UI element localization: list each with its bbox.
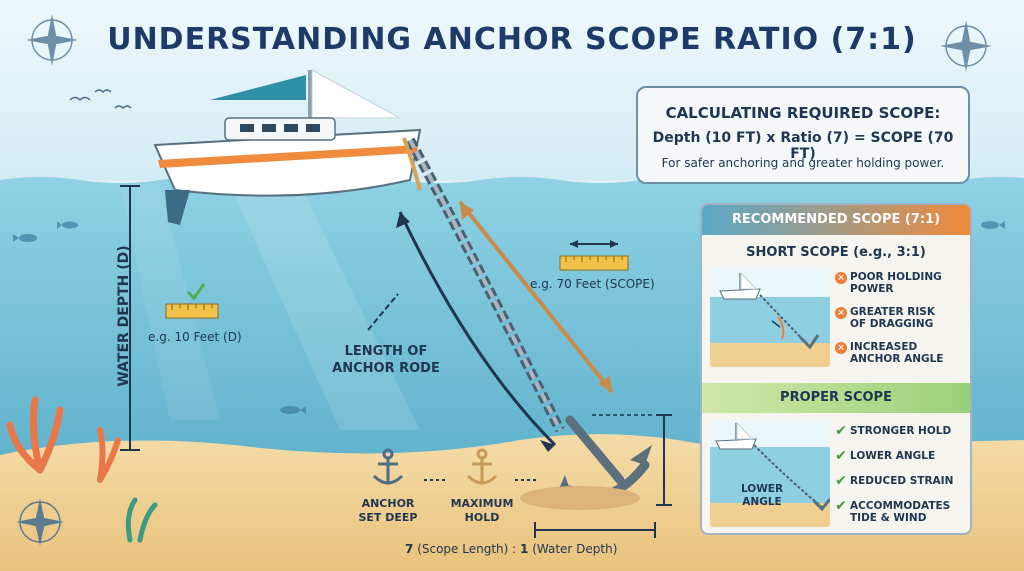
sailboat-icon <box>153 69 422 225</box>
proper-scope-illustration <box>710 421 830 527</box>
bird-icon <box>94 89 112 94</box>
proper-item-4-line1: ACCOMMODATES <box>850 500 951 512</box>
proper-item-3-line1: REDUCED STRAIN <box>850 475 954 487</box>
proper-item-1: STRONGER HOLD <box>850 425 970 437</box>
rode-label-line1: LENGTH OF <box>344 344 428 359</box>
panel-header: RECOMMENDED SCOPE (7:1) <box>702 205 970 235</box>
short-item-1-line1: POOR HOLDING <box>850 271 942 283</box>
ratio-caption: 7 (Scope Length) : 1 (Water Depth) <box>405 542 655 556</box>
max-hold-icon <box>466 448 498 485</box>
proper-scope-title: PROPER SCOPE <box>702 383 970 413</box>
coral-decoration <box>6 396 158 543</box>
proper-item-3: REDUCED STRAIN <box>850 475 970 487</box>
max-hold-line2: HOLD <box>464 511 500 524</box>
scope-example-label: e.g. 70 Feet (SCOPE) <box>530 277 655 291</box>
short-item-1: POOR HOLDING POWER <box>850 271 970 295</box>
arrow-head <box>598 376 612 392</box>
anchor-rope <box>402 137 422 191</box>
recommended-scope-panel: RECOMMENDED SCOPE (7:1) SHORT SCOPE (e.g… <box>700 203 972 535</box>
short-item-2-line2: OF DRAGGING <box>850 318 934 330</box>
ratio-seven: 7 <box>405 542 414 556</box>
bird-icon <box>69 96 91 102</box>
warning-icon: × <box>835 272 847 284</box>
light-ray <box>230 185 420 430</box>
checkmark-icon: ✔ <box>835 473 847 489</box>
fish-icon <box>13 221 1005 414</box>
anchor-set-line2: SET DEEP <box>358 511 418 524</box>
sand-mound <box>520 486 640 510</box>
checkmark-icon: ✔ <box>835 423 847 439</box>
proper-item-2: LOWER ANGLE <box>850 450 970 462</box>
short-item-2: GREATER RISK OF DRAGGING <box>850 306 970 330</box>
ratio-depth-text: (Water Depth) <box>532 542 618 556</box>
calc-heading: CALCULATING REQUIRED SCOPE: <box>665 104 941 122</box>
short-scope-illustration <box>710 267 830 367</box>
proper-item-4: ACCOMMODATES TIDE & WIND <box>850 500 970 524</box>
ratio-scope-text: (Scope Length) : <box>417 542 517 556</box>
calculation-box: CALCULATING REQUIRED SCOPE: Depth (10 FT… <box>636 86 970 184</box>
compass-icon <box>16 498 64 546</box>
short-item-3: INCREASED ANCHOR ANGLE <box>850 341 970 365</box>
short-item-1-line2: POWER <box>850 283 894 295</box>
warning-icon: × <box>835 307 847 319</box>
ruler-icon <box>165 283 219 319</box>
arrow-head <box>460 202 474 220</box>
compass-icon <box>26 14 78 66</box>
lower-angle-line2: ANGLE <box>742 496 782 508</box>
calc-formula: Depth (10 FT) x Ratio (7) = SCOPE (70 FT… <box>652 130 954 162</box>
chain-icon <box>367 293 399 331</box>
bird-icon <box>114 105 132 110</box>
checkmark-icon: ✔ <box>835 448 847 464</box>
rode-label-line2: ANCHOR RODE <box>332 361 440 376</box>
checkmark-icon: ✔ <box>835 498 847 514</box>
calc-note: For safer anchoring and greater holding … <box>661 156 945 170</box>
water-depth-label: WATER DEPTH (D) <box>116 245 132 387</box>
proper-item-1-line1: STRONGER HOLD <box>850 425 952 437</box>
arrow-head <box>396 212 410 228</box>
anchor-set-line1: ANCHOR <box>361 497 415 510</box>
compass-icon <box>940 20 992 72</box>
ruler-icon <box>559 240 629 271</box>
short-item-2-line1: GREATER RISK <box>850 306 935 318</box>
short-item-3-line2: ANCHOR ANGLE <box>850 353 944 365</box>
lower-angle-line1: LOWER <box>740 483 784 495</box>
scope-arrow <box>458 200 614 394</box>
proper-item-4-line2: TIDE & WIND <box>850 512 927 524</box>
anchor-chain-highlight <box>408 139 562 431</box>
max-hold-line1: MAXIMUM <box>450 497 514 510</box>
rode-arrow <box>398 211 557 447</box>
proper-item-2-line1: LOWER ANGLE <box>850 450 936 462</box>
depth-example-label: e.g. 10 Feet (D) <box>148 330 242 344</box>
warning-icon: × <box>835 342 847 354</box>
arrow-head <box>540 440 555 452</box>
page-title: UNDERSTANDING ANCHOR SCOPE RATIO (7:1) <box>107 22 917 57</box>
anchor-set-icon <box>372 448 404 485</box>
light-ray <box>120 185 220 420</box>
short-item-3-line1: INCREASED <box>850 341 918 353</box>
short-scope-title: SHORT SCOPE (e.g., 3:1) <box>746 245 926 260</box>
ratio-one: 1 <box>520 542 529 556</box>
